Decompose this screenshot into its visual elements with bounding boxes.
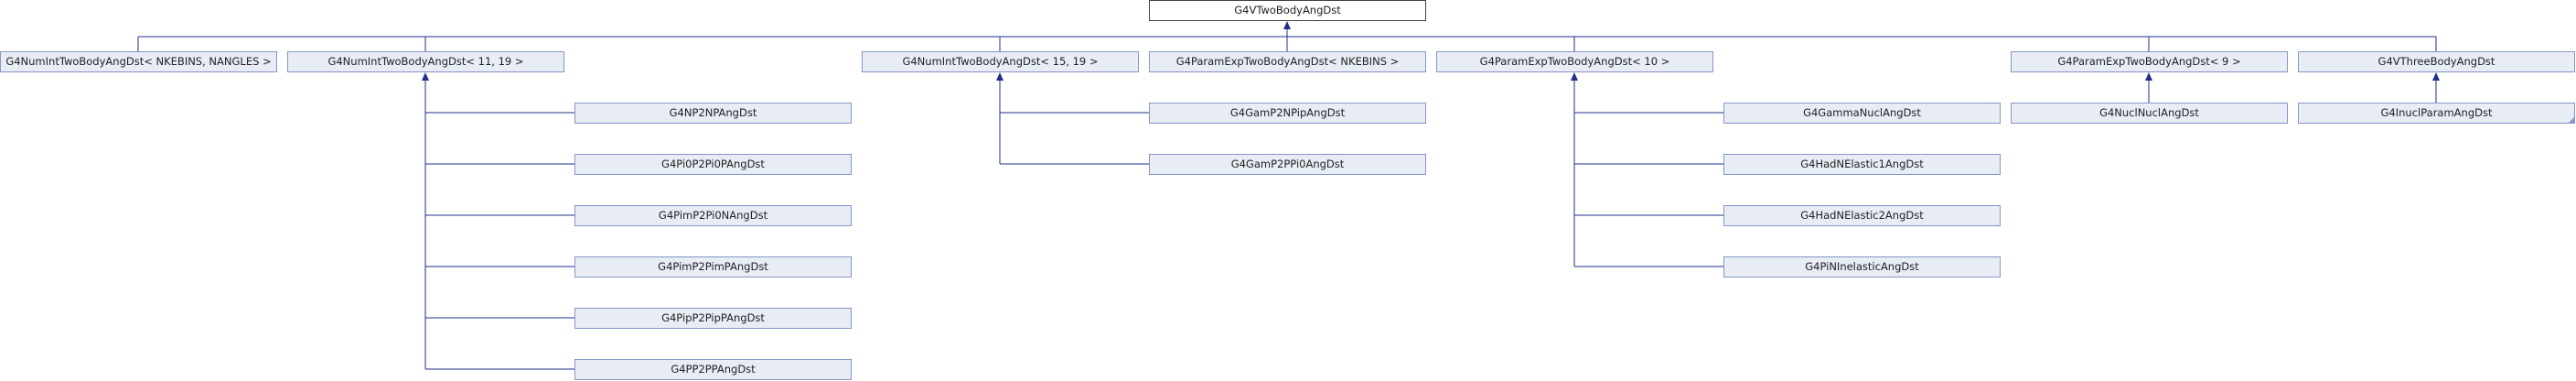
node-numint-15-19[interactable]: G4NumIntTwoBodyAngDst< 15, 19 > [862, 51, 1139, 72]
node-hadnelastic1[interactable]: G4HadNElastic1AngDst [1723, 154, 2001, 175]
node-nuclnucl[interactable]: G4NuclNuclAngDst [2011, 103, 2288, 124]
node-pp2pp[interactable]: G4PP2PPAngDst [574, 359, 852, 380]
node-paramexp-9[interactable]: G4ParamExpTwoBodyAngDst< 9 > [2011, 51, 2288, 72]
node-hadnelastic2[interactable]: G4HadNElastic2AngDst [1723, 205, 2001, 226]
paramexp-9-arrowhead [2145, 72, 2152, 81]
node-inuclparam[interactable]: G4InuclParamAngDst [2298, 103, 2575, 124]
node-pimp2pimp[interactable]: G4PimP2PimPAngDst [574, 256, 852, 278]
node-numint-11-19[interactable]: G4NumIntTwoBodyAngDst< 11, 19 > [287, 51, 564, 72]
numint-11-19-arrowhead [422, 72, 429, 81]
node-pipp2pipp[interactable]: G4PipP2PipPAngDst [574, 308, 852, 329]
numint-15-19-arrowhead [996, 72, 1004, 81]
node-numint-nkebins-nangles[interactable]: G4NumIntTwoBodyAngDst< NKEBINS, NANGLES … [0, 51, 277, 72]
node-pi0p2pi0p[interactable]: G4Pi0P2Pi0PAngDst [574, 154, 852, 175]
root-arrowhead [1283, 21, 1291, 29]
node-g4vtwobodyangdst[interactable]: G4VTwoBodyAngDst [1149, 0, 1426, 21]
vthreebody-arrowhead [2432, 72, 2440, 81]
node-paramexp-10[interactable]: G4ParamExpTwoBodyAngDst< 10 > [1436, 51, 1713, 72]
node-pimp2pi0n[interactable]: G4PimP2Pi0NAngDst [574, 205, 852, 226]
node-pininelastic[interactable]: G4PiNInelasticAngDst [1723, 256, 2001, 278]
node-gamp2npip[interactable]: G4GamP2NPipAngDst [1149, 103, 1426, 124]
node-vthreebody[interactable]: G4VThreeBodyAngDst [2298, 51, 2575, 72]
node-np2np[interactable]: G4NP2NPAngDst [574, 103, 852, 124]
paramexp-10-arrowhead [1571, 72, 1578, 81]
node-gammanucl[interactable]: G4GammaNuclAngDst [1723, 103, 2001, 124]
node-gamp2ppi0[interactable]: G4GamP2PPi0AngDst [1149, 154, 1426, 175]
node-paramexp-nkebins[interactable]: G4ParamExpTwoBodyAngDst< NKEBINS > [1149, 51, 1426, 72]
